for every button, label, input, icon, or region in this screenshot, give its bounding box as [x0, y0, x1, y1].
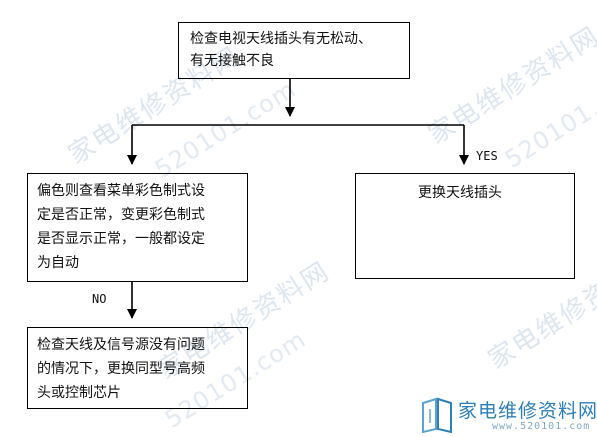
node-replace-antenna-plug-line-1: 更换天线插头	[418, 185, 502, 201]
logo-name: 家电维修资料网	[458, 400, 597, 422]
logo-url: www.520101.com	[492, 421, 591, 432]
node-check-color-system	[27, 173, 248, 282]
edge-label-no: NO	[92, 292, 107, 306]
node-check-color-system-line-1: 偏色则查看菜单彩色制式设	[37, 183, 205, 199]
node-replace-antenna-plug	[355, 173, 575, 279]
node-replace-tuner-or-chip-line-1: 检查天线及信号源没有问题	[37, 337, 205, 353]
site-logo: 家电维修资料网 www.520101.com	[418, 393, 597, 437]
node-check-antenna-plug	[178, 22, 410, 79]
node-check-color-system-line-2: 定是否正常，变更彩色制式	[37, 207, 205, 223]
edge-label-yes: YES	[476, 149, 498, 163]
node-check-color-system-line-4: 为自动	[37, 255, 79, 271]
node-replace-tuner-or-chip	[27, 327, 248, 409]
node-check-antenna-plug-line-2: 有无接触不良	[190, 53, 274, 69]
node-check-color-system-line-3: 是否显示正常，一般都设定	[37, 231, 205, 247]
node-replace-tuner-or-chip-line-2: 的情况下，更换同型号高频	[37, 361, 205, 377]
node-check-antenna-plug-line-1: 检查电视天线插头有无松动、	[190, 31, 372, 47]
node-replace-tuner-or-chip-line-3: 头或控制芯片	[37, 385, 121, 401]
book-icon	[422, 397, 452, 433]
